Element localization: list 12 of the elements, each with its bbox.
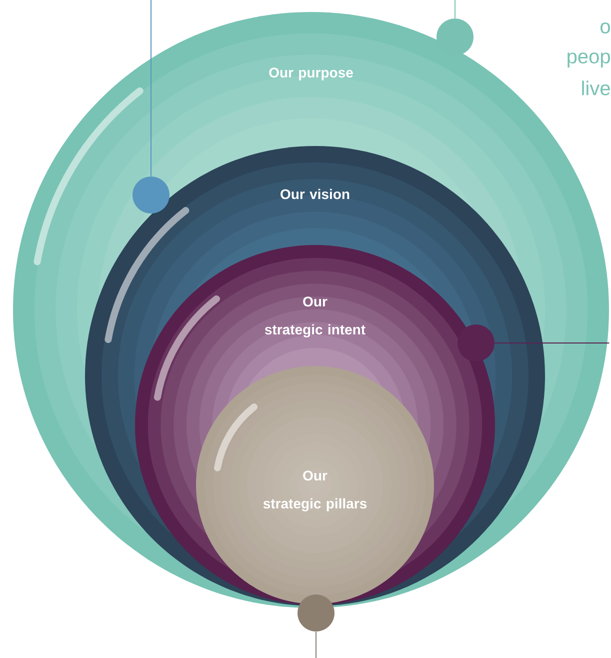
circle-label: Our strategic intent xyxy=(264,296,366,338)
leader-line xyxy=(454,0,456,19)
leader-line xyxy=(150,0,152,177)
dot xyxy=(436,18,474,56)
side-text: o xyxy=(600,22,610,34)
side-text: peop xyxy=(568,52,610,68)
circle-label: Our strategic pillars xyxy=(263,470,367,512)
side-text: live xyxy=(582,80,610,96)
dot xyxy=(298,594,334,632)
leader-line xyxy=(494,342,610,344)
circle-label: Our vision xyxy=(280,188,350,200)
circle-label: Our purpose xyxy=(269,68,353,80)
